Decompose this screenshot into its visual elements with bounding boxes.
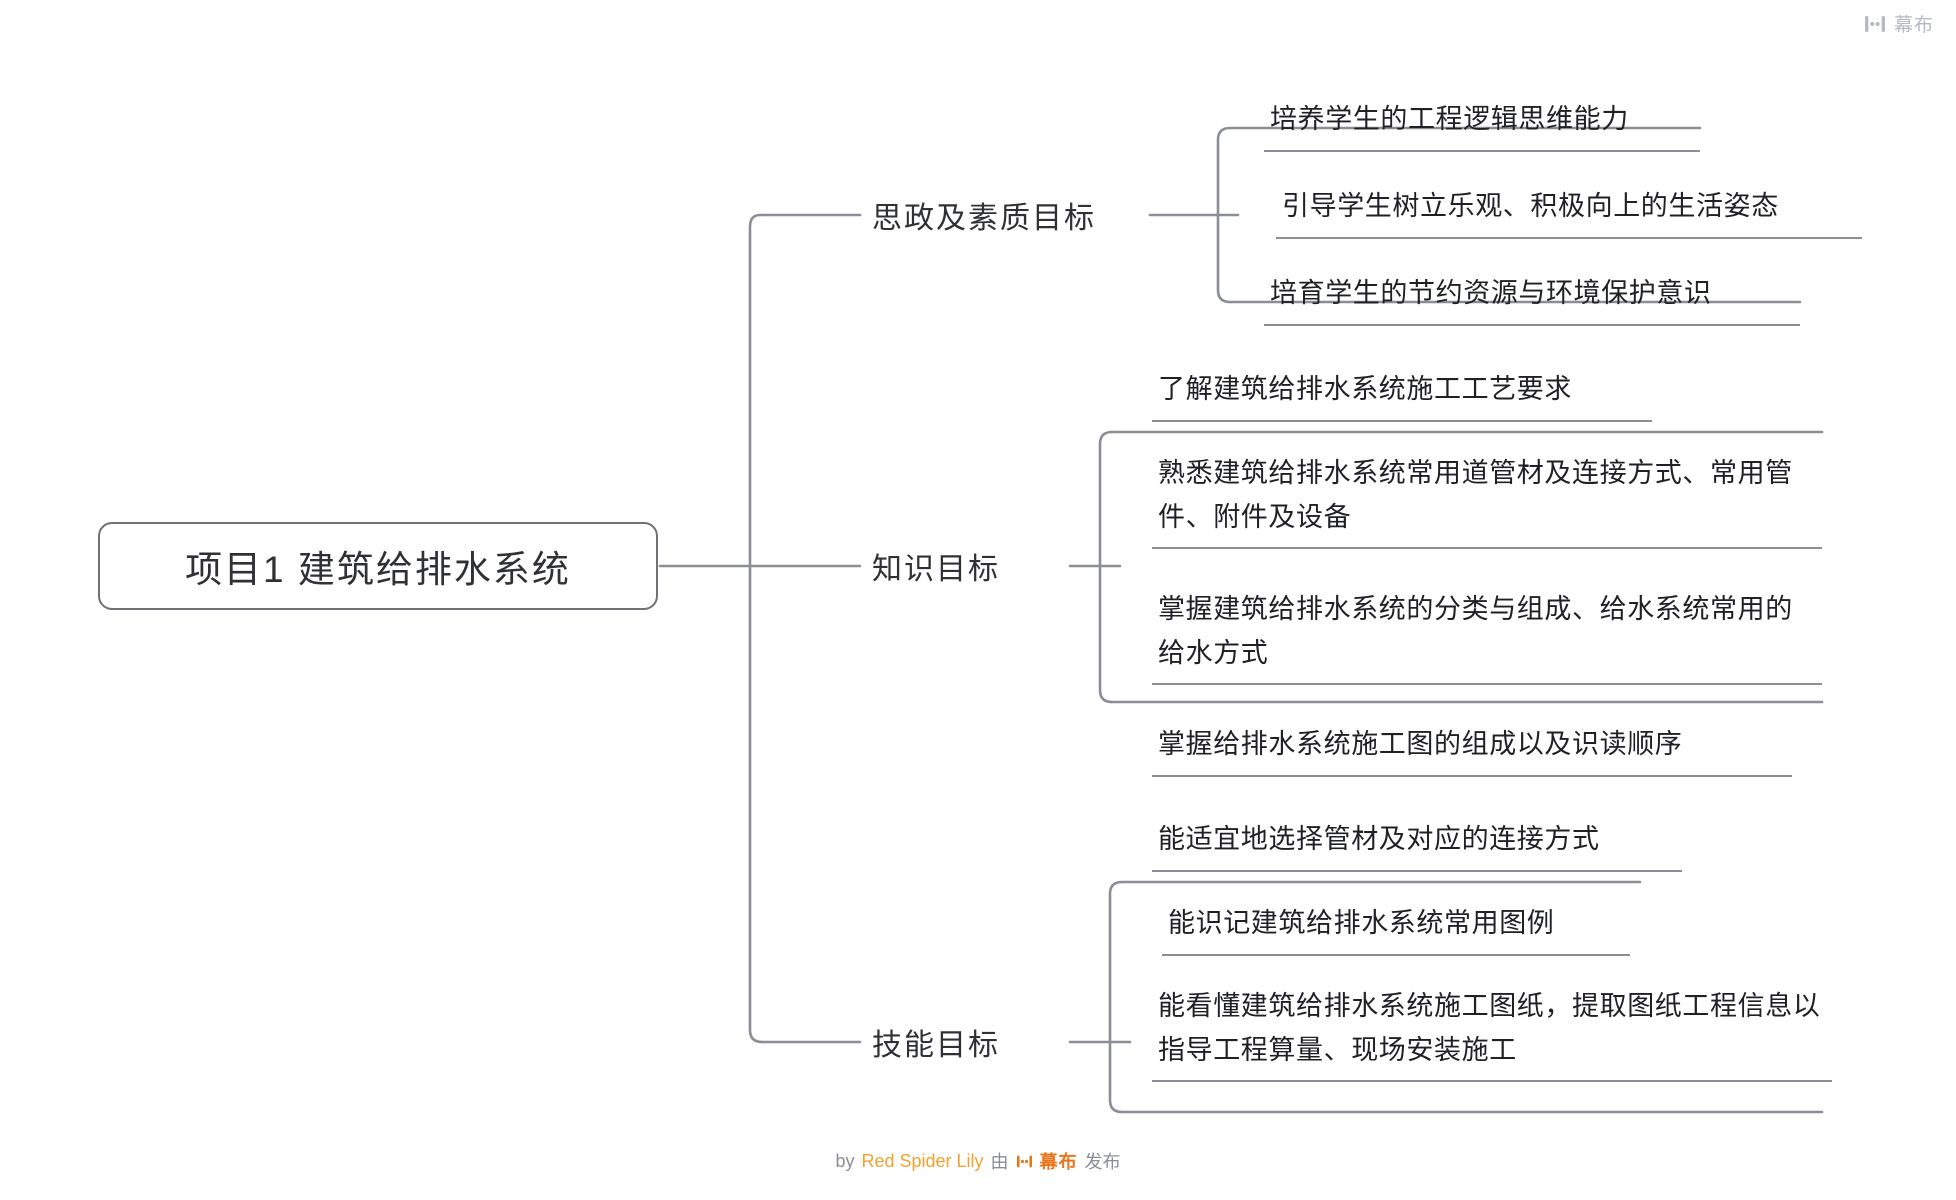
leaf-node[interactable]: 掌握建筑给排水系统的分类与组成、给水系统常用的给水方式	[1152, 588, 1822, 686]
leaf-node[interactable]: 能识记建筑给排水系统常用图例	[1162, 902, 1630, 956]
footer-brand[interactable]: 幕布	[1039, 1152, 1078, 1172]
leaf-node[interactable]: 能适宜地选择管材及对应的连接方式	[1152, 818, 1682, 872]
footer-suffix: 发布	[1084, 1152, 1121, 1172]
root-node-label: 项目1 建筑给排水系统	[185, 549, 571, 590]
leaf-node[interactable]: 培育学生的节约资源与环境保护意识	[1264, 272, 1800, 326]
footer-middle: 由	[990, 1152, 1009, 1172]
branch-label-1[interactable]: 知识目标	[872, 553, 1000, 586]
leaf-node[interactable]: 熟悉建筑给排水系统常用道管材及连接方式、常用管件、附件及设备	[1152, 452, 1822, 550]
mubu-logo-icon	[1864, 14, 1886, 34]
mubu-logo-icon	[1016, 1154, 1033, 1169]
footer: by Red Spider Lily 由 幕布 发布	[0, 1148, 1956, 1174]
leaf-node[interactable]: 掌握给排水系统施工图的组成以及识读顺序	[1152, 723, 1792, 777]
branch-label-0[interactable]: 思政及素质目标	[872, 202, 1096, 235]
watermark-label: 幕布	[1893, 15, 1934, 36]
footer-author: Red Spider Lily	[861, 1150, 984, 1171]
footer-by: by	[835, 1150, 855, 1171]
watermark: 幕布	[1864, 10, 1934, 37]
leaf-node[interactable]: 引导学生树立乐观、积极向上的生活姿态	[1276, 185, 1862, 239]
leaf-node[interactable]: 了解建筑给排水系统施工工艺要求	[1152, 368, 1652, 422]
leaf-node[interactable]: 能看懂建筑给排水系统施工图纸，提取图纸工程信息以指导工程算量、现场安装施工	[1152, 985, 1832, 1083]
leaf-node[interactable]: 培养学生的工程逻辑思维能力	[1264, 98, 1700, 152]
root-node[interactable]: 项目1 建筑给排水系统	[98, 522, 658, 610]
branch-label-2[interactable]: 技能目标	[872, 1029, 1000, 1062]
